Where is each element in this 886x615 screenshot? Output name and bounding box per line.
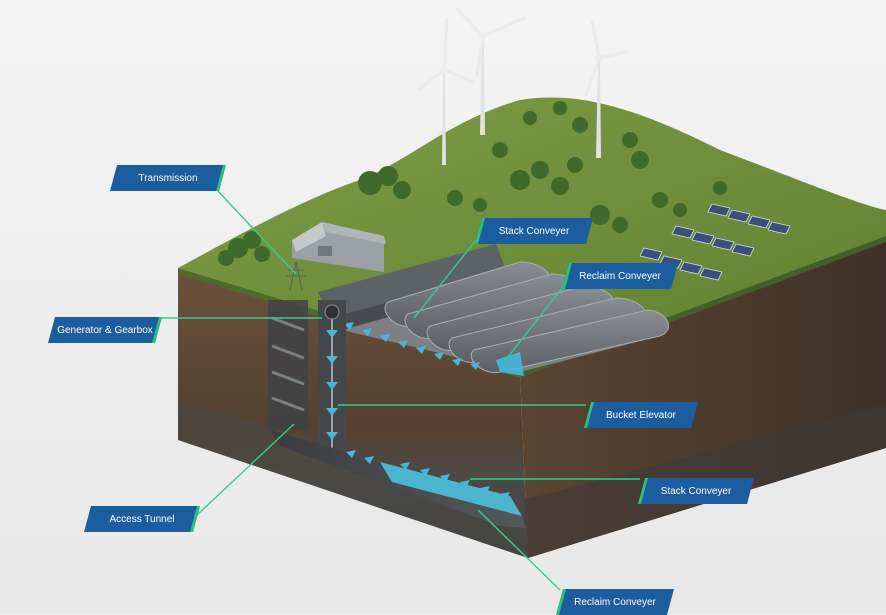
leader-reclaim-conveyer-top	[503, 277, 571, 363]
wind-turbine	[417, 17, 475, 165]
top-conveyor-markers	[344, 322, 524, 376]
label-bucket-elevator-text: Bucket Elevator	[605, 409, 677, 421]
leader-stack-conveyer-top	[413, 229, 485, 319]
bedrock-layer	[178, 400, 528, 558]
label-access-tunnel-text: Access Tunnel	[109, 513, 175, 525]
trees	[218, 101, 727, 266]
label-generator-gearbox: Generator & Gearbox	[48, 317, 162, 343]
label-reclaim-conveyer-bottom-text: Reclaim Conveyer	[574, 596, 656, 608]
leader-transmission	[215, 188, 297, 275]
lower-conveyor-markers	[346, 450, 510, 500]
leader-access-tunnel	[196, 423, 295, 516]
label-transmission: Transmission	[110, 165, 226, 191]
shafts	[268, 300, 346, 450]
leader-reclaim-conveyer-bottom	[477, 509, 561, 591]
label-stack-conveyer-bottom-text: Stack Conveyer	[660, 485, 732, 497]
elevator-buckets	[326, 330, 338, 440]
generator-gearbox-unit	[324, 304, 340, 320]
access-stairs	[271, 316, 305, 412]
lower-storage-channel	[380, 462, 522, 516]
label-reclaim-conveyer-bottom: Reclaim Conveyer	[556, 589, 674, 615]
label-stack-conveyer-top-text: Stack Conveyer	[498, 225, 570, 237]
lower-tunnel	[270, 430, 526, 528]
label-access-tunnel: Access Tunnel	[84, 506, 200, 532]
solar-panels	[639, 203, 791, 281]
label-bucket-elevator: Bucket Elevator	[584, 402, 698, 428]
label-reclaim-conveyer-top-text: Reclaim Conveyer	[579, 270, 661, 282]
wind-turbine	[454, 6, 526, 135]
storage-pits	[318, 244, 669, 376]
label-stack-conveyer-top: Stack Conveyer	[475, 218, 593, 244]
label-generator-gearbox-text: Generator & Gearbox	[57, 324, 153, 336]
label-reclaim-conveyer-top: Reclaim Conveyer	[562, 263, 678, 289]
wind-turbine	[584, 19, 629, 158]
leader-lines	[160, 188, 640, 591]
label-transmission-text: Transmission	[138, 172, 198, 184]
building	[292, 222, 386, 272]
label-stack-conveyer-bottom: Stack Conveyer	[638, 478, 754, 504]
wind-turbines	[417, 6, 629, 165]
transmission-tower	[286, 261, 306, 291]
